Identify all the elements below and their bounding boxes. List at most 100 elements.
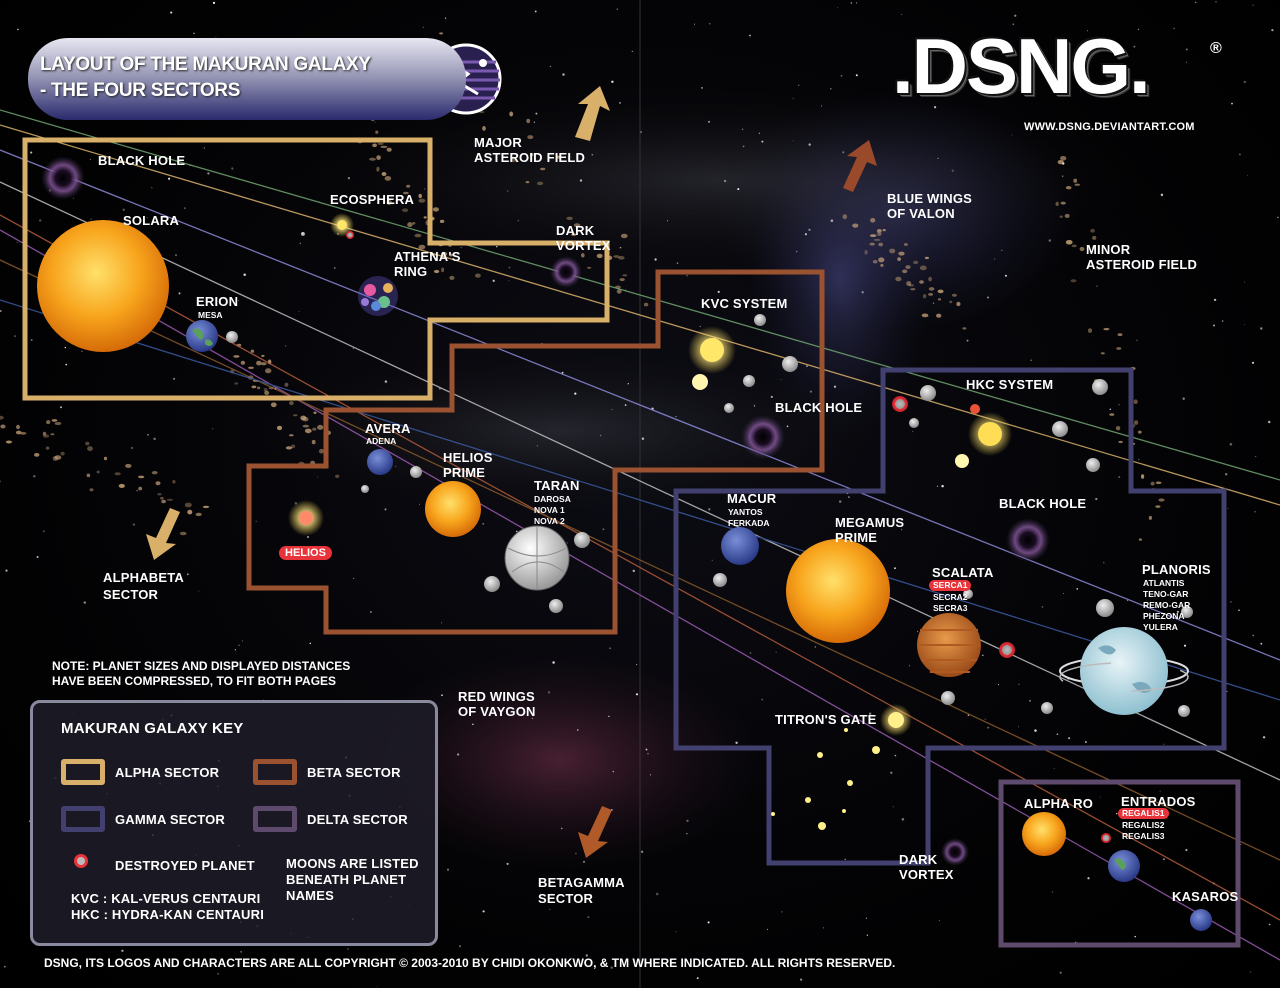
star bbox=[619, 102, 621, 104]
asteroid bbox=[910, 288, 916, 291]
star bbox=[562, 73, 565, 76]
title-line-2: - THE FOUR SECTORS bbox=[40, 80, 241, 101]
asteroid bbox=[842, 214, 848, 220]
label-planoris-moon-2: TENO-GAR bbox=[1143, 589, 1189, 599]
asteroid bbox=[898, 251, 905, 256]
label-entrados: ENTRADOS bbox=[1121, 794, 1196, 809]
star bbox=[170, 11, 173, 14]
asteroid bbox=[276, 425, 283, 431]
asteroid bbox=[581, 253, 585, 258]
star bbox=[1136, 339, 1138, 341]
star bbox=[172, 377, 176, 380]
star bbox=[723, 179, 727, 183]
star bbox=[575, 852, 577, 855]
scale-note-line-2: HAVE BEEN COMPRESSED, TO FIT BOTH PAGES bbox=[52, 674, 337, 688]
star bbox=[207, 172, 210, 175]
label-entrados-moon-2: REGALIS2 bbox=[1122, 820, 1165, 830]
star bbox=[419, 503, 421, 505]
asteroid bbox=[114, 472, 121, 476]
star bbox=[737, 188, 740, 191]
asteroid bbox=[1158, 498, 1165, 502]
planoris-continents bbox=[1098, 645, 1152, 693]
star bbox=[997, 684, 1000, 686]
hkc-companion-star bbox=[955, 454, 969, 468]
asteroid bbox=[1138, 538, 1142, 541]
title-banner bbox=[28, 38, 466, 120]
asteroid bbox=[251, 385, 257, 389]
label-alphabeta-1: ALPHABETA bbox=[103, 570, 184, 585]
asteroid bbox=[1070, 279, 1077, 283]
star bbox=[1061, 175, 1064, 177]
arrow-up-major-icon bbox=[575, 86, 610, 141]
star bbox=[1225, 473, 1228, 476]
star bbox=[699, 325, 701, 327]
star bbox=[1115, 812, 1118, 815]
asteroid bbox=[873, 238, 881, 241]
star bbox=[1134, 935, 1136, 938]
asteroid bbox=[87, 446, 93, 452]
star bbox=[212, 1, 216, 5]
asteroid bbox=[1079, 246, 1085, 252]
asteroid bbox=[125, 463, 132, 468]
star bbox=[446, 868, 450, 871]
asteroid bbox=[302, 417, 309, 422]
star bbox=[122, 208, 125, 211]
star bbox=[808, 228, 811, 231]
asteroid bbox=[1073, 178, 1078, 183]
asteroid bbox=[869, 234, 877, 238]
star bbox=[215, 36, 217, 38]
kasaros-planet bbox=[1190, 909, 1212, 931]
star bbox=[934, 106, 937, 109]
star bbox=[701, 86, 703, 89]
asteroid bbox=[42, 431, 47, 436]
star bbox=[1240, 844, 1242, 845]
label-blue-wings-1: BLUE WINGS bbox=[887, 191, 973, 206]
asteroid bbox=[449, 253, 453, 257]
asteroid bbox=[937, 298, 942, 301]
star bbox=[1250, 971, 1252, 973]
star bbox=[1185, 61, 1187, 63]
star bbox=[635, 693, 639, 696]
key-destroyed-label: DESTROYED PLANET bbox=[115, 858, 255, 873]
star bbox=[749, 34, 751, 37]
asteroid bbox=[187, 509, 193, 515]
asteroid bbox=[897, 257, 901, 261]
athenas-ring-cluster bbox=[358, 276, 398, 316]
megamus-prime-sun bbox=[786, 539, 890, 643]
star bbox=[153, 437, 156, 441]
star bbox=[1183, 644, 1187, 647]
label-black-hole-gamma: BLACK HOLE bbox=[999, 496, 1087, 511]
asteroid bbox=[880, 263, 884, 267]
star bbox=[574, 392, 577, 395]
star bbox=[753, 405, 756, 407]
asteroid bbox=[375, 130, 379, 134]
planoris-ring-front bbox=[1059, 662, 1189, 692]
star bbox=[459, 945, 461, 947]
star bbox=[981, 654, 984, 657]
star bbox=[36, 555, 39, 559]
star bbox=[806, 365, 808, 367]
asteroid bbox=[613, 255, 620, 258]
arrow-down-betagamma-icon bbox=[578, 806, 612, 858]
label-planoris-moon-1: ATLANTIS bbox=[1143, 578, 1185, 588]
star bbox=[917, 630, 919, 633]
star bbox=[3, 965, 6, 968]
star bbox=[866, 934, 869, 936]
asteroid bbox=[318, 448, 325, 454]
asteroid bbox=[571, 233, 577, 236]
asteroid bbox=[161, 499, 166, 504]
star bbox=[708, 120, 710, 123]
star bbox=[792, 97, 794, 99]
asteroid bbox=[184, 502, 192, 508]
asteroid bbox=[895, 276, 902, 282]
star bbox=[1231, 102, 1233, 105]
asteroid bbox=[951, 293, 957, 297]
label-avera: AVERA bbox=[365, 421, 411, 436]
star bbox=[231, 167, 234, 170]
star bbox=[1103, 562, 1105, 564]
destroyed-planet-key-icon bbox=[74, 854, 88, 868]
asteroid bbox=[540, 167, 546, 171]
star bbox=[839, 500, 842, 503]
registered-mark: ® bbox=[1210, 40, 1222, 57]
